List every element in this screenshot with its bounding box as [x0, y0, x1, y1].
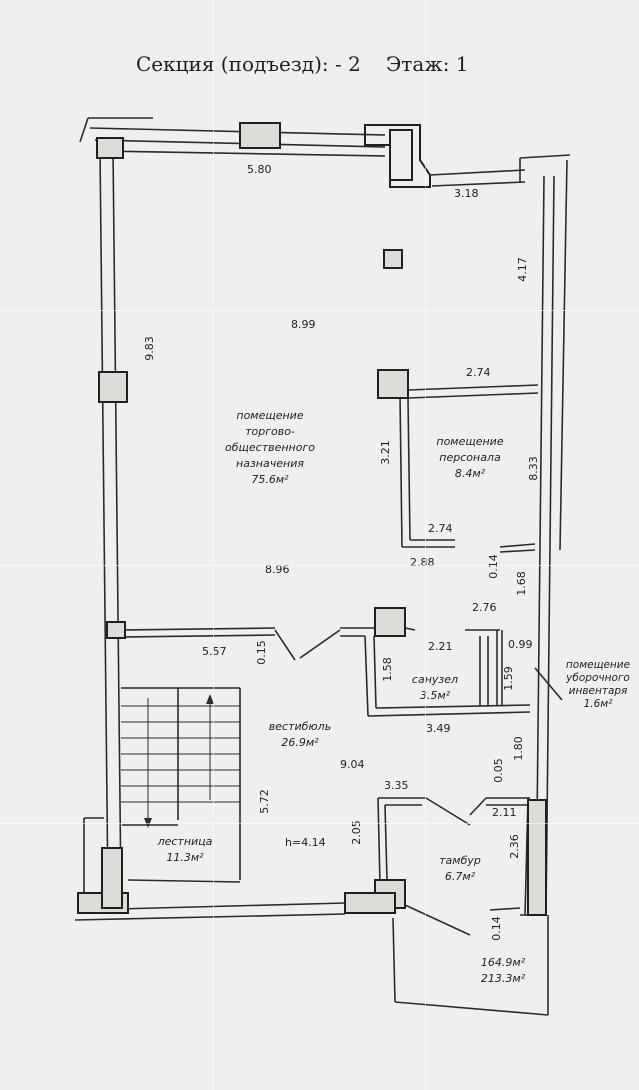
- dim-3-35: 3.35: [384, 779, 409, 792]
- dim-3-18: 3.18: [454, 187, 479, 200]
- room-staff-label: помещение персонала 8.4м²: [420, 434, 520, 482]
- room-cleaning-label: помещение уборочного инвентаря 1.6м²: [558, 659, 638, 711]
- room-tambour-area: 6.7м²: [444, 870, 476, 883]
- room-vestibule-label: вестибюль 26.9м²: [255, 719, 345, 751]
- total-areas: 164.9м² 213.3м²: [468, 955, 538, 987]
- dim-9-04: 9.04: [340, 758, 365, 771]
- dim-8-99: 8.99: [291, 318, 316, 331]
- room-trade-line4: назначения: [236, 457, 304, 470]
- dim-8-33: 8.33: [526, 456, 540, 481]
- room-tambour-line1: тамбур: [439, 854, 481, 867]
- room-vestibule-line1: вестибюль: [268, 720, 332, 733]
- dim-8-96: 8.96: [265, 563, 290, 576]
- room-tambour-label: тамбур 6.7м²: [420, 853, 500, 885]
- room-wc-label: санузел 3.5м²: [400, 672, 470, 704]
- room-trade-line3: общественного: [225, 441, 315, 454]
- paper-fold-line: [0, 823, 639, 824]
- dim-2-74-top: 2.74: [466, 366, 491, 379]
- total-area-1: 164.9м²: [480, 956, 526, 969]
- room-staff-line1: помещение: [436, 435, 504, 448]
- room-cleaning-line3: инвентаря: [568, 685, 628, 697]
- floor-label: Этаж: 1: [386, 52, 469, 76]
- dim-1-68: 1.68: [514, 571, 528, 596]
- paper-fold-line: [0, 565, 639, 566]
- dim-0-14-bottom: 0.14: [489, 916, 503, 941]
- ceiling-height: h=4.14: [285, 836, 326, 849]
- room-trade-line2: торгово-: [245, 425, 295, 438]
- dim-2-36: 2.36: [507, 834, 521, 859]
- room-cleaning-line2: уборочного: [566, 672, 630, 684]
- dim-5-57: 5.57: [202, 645, 227, 658]
- dim-2-11: 2.11: [492, 806, 517, 819]
- room-trade-line1: помещение: [236, 409, 304, 422]
- room-staff-area: 8.4м²: [454, 467, 486, 480]
- dim-2-21: 2.21: [428, 640, 453, 653]
- dim-4-17: 4.17: [515, 257, 529, 282]
- dim-0-15: 0.15: [254, 640, 268, 665]
- dim-1-80: 1.80: [511, 736, 525, 761]
- room-stairs-line1: лестница: [157, 835, 213, 848]
- dim-2-76: 2.76: [472, 601, 497, 614]
- dim-0-05: 0.05: [491, 758, 505, 783]
- room-wc-line1: санузел: [411, 673, 459, 686]
- paper-fold-line: [0, 310, 639, 311]
- dim-5-72: 5.72: [257, 789, 271, 814]
- total-area-2: 213.3м²: [480, 972, 526, 985]
- room-trade-area: 75.6м²: [251, 473, 289, 486]
- room-wc-area: 3.5м²: [419, 689, 451, 702]
- paper-fold-line: [213, 0, 214, 1090]
- dim-3-21: 3.21: [378, 440, 392, 465]
- paper-fold-line: [425, 0, 426, 1090]
- room-trade-label: помещение торгово- общественного назначе…: [205, 408, 335, 488]
- dim-2-88: 2.88: [410, 556, 435, 569]
- dim-3-49: 3.49: [426, 722, 451, 735]
- room-cleaning-area: 1.6м²: [583, 698, 613, 710]
- dim-1-58: 1.58: [380, 657, 394, 682]
- dim-2-74-bottom: 2.74: [428, 522, 453, 535]
- room-stairs-label: лестница 11.3м²: [145, 834, 225, 866]
- dim-0-99: 0.99: [508, 638, 533, 651]
- room-cleaning-line1: помещение: [565, 659, 631, 671]
- dim-0-14-top: 0.14: [486, 554, 500, 579]
- room-vestibule-area: 26.9м²: [281, 736, 319, 749]
- dim-1-59: 1.59: [501, 666, 515, 691]
- room-stairs-area: 11.3м²: [166, 851, 204, 864]
- room-staff-line2: персонала: [439, 451, 501, 464]
- dim-5-80: 5.80: [247, 163, 272, 176]
- section-label: Секция (подъезд): - 2: [136, 52, 361, 76]
- dim-9-83: 9.83: [142, 336, 156, 361]
